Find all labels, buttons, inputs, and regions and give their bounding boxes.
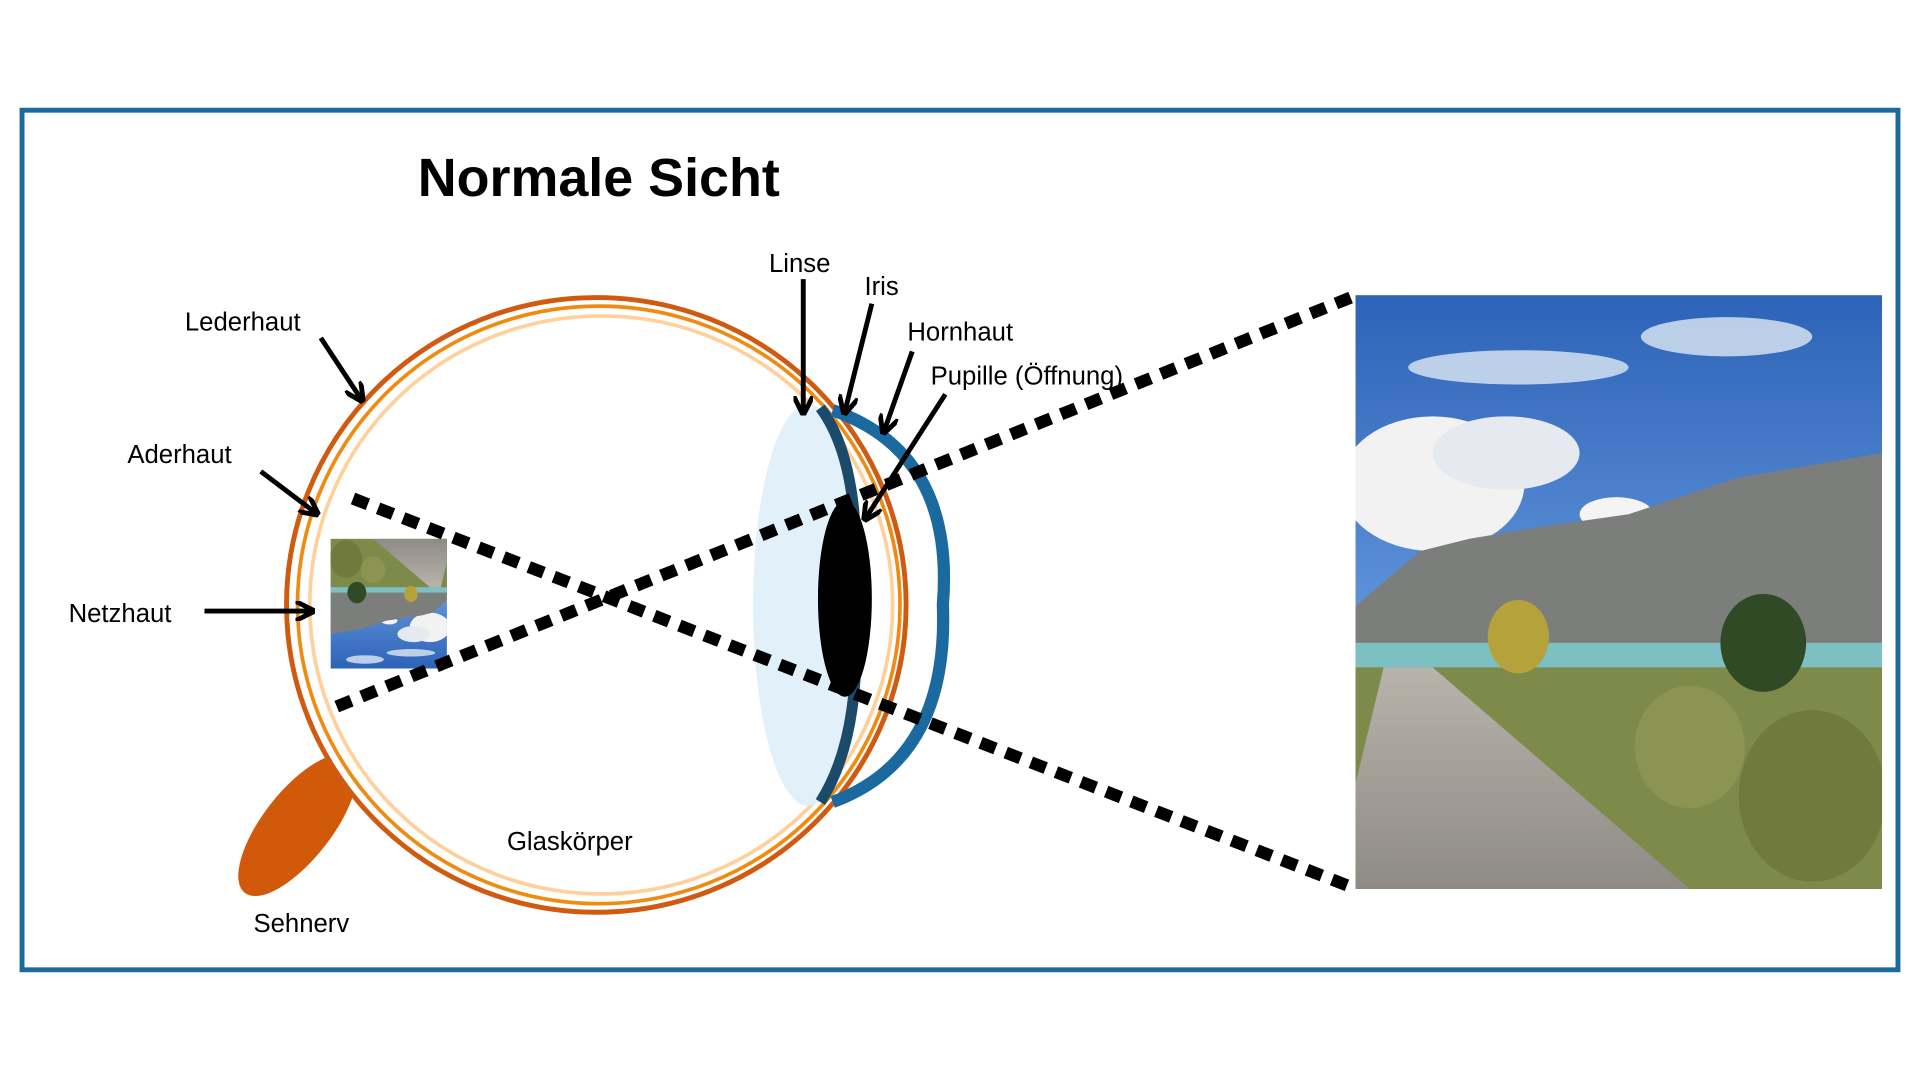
lens bbox=[753, 404, 864, 806]
label-glaskoerper: Glaskörper bbox=[507, 828, 633, 856]
label-iris: Iris bbox=[864, 273, 898, 301]
arrow-aderhaut bbox=[259, 469, 316, 513]
arrow-iris bbox=[845, 303, 875, 412]
arrow-hornhaut bbox=[884, 350, 915, 431]
cornea bbox=[830, 404, 950, 808]
frame-border bbox=[19, 107, 1901, 973]
label-linse: Linse bbox=[769, 250, 830, 278]
arrow-lederhaut bbox=[318, 336, 361, 399]
retina-inverted-image bbox=[330, 538, 447, 669]
light-ray-lower bbox=[350, 492, 1350, 892]
light-ray-upper bbox=[334, 291, 1353, 713]
arrow-pupille bbox=[866, 392, 948, 518]
landscape-photo bbox=[1355, 295, 1883, 889]
label-lederhaut: Lederhaut bbox=[185, 309, 301, 337]
pupil bbox=[817, 500, 872, 697]
label-sehnerv: Sehnerv bbox=[253, 910, 349, 938]
label-hornhaut: Hornhaut bbox=[907, 318, 1013, 346]
optic-nerve bbox=[238, 754, 357, 897]
label-pupille: Pupille (Öffnung) bbox=[931, 362, 1123, 390]
diagram-title: Normale Sicht bbox=[418, 148, 780, 208]
label-aderhaut: Aderhaut bbox=[127, 441, 231, 469]
label-netzhaut: Netzhaut bbox=[69, 600, 172, 628]
